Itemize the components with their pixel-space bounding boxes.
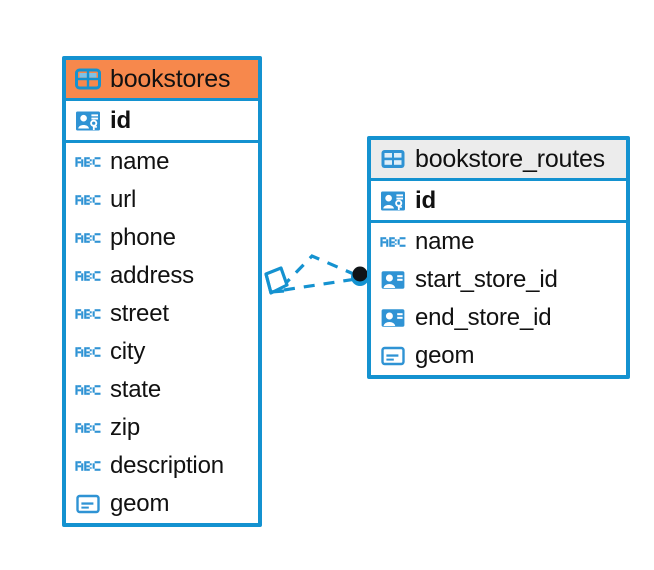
text-abc-icon (75, 306, 101, 322)
text-abc-icon (75, 192, 101, 208)
field-list-bookstore-routes: id (371, 181, 626, 375)
text-abc-icon (380, 234, 406, 250)
entity-title: bookstores (110, 64, 231, 93)
text-abc-icon (75, 420, 101, 436)
field-row[interactable]: id (371, 181, 626, 223)
entity-header-bookstores[interactable]: bookstores (66, 60, 258, 101)
field-name: id (415, 186, 436, 214)
text-abc-icon (75, 382, 101, 398)
field-name: street (110, 300, 169, 327)
field-row[interactable]: phone (66, 219, 258, 257)
field-row[interactable]: street (66, 295, 258, 333)
field-name: geom (110, 490, 170, 517)
field-row[interactable]: zip (66, 409, 258, 447)
geometry-icon (380, 343, 406, 369)
text-abc-icon (75, 344, 101, 360)
entity-table-bookstore-routes[interactable]: bookstore_routes id (367, 136, 630, 379)
field-row[interactable]: id (66, 101, 258, 143)
field-row[interactable]: geom (371, 337, 626, 375)
field-name: name (110, 148, 170, 175)
text-abc-icon (75, 268, 101, 284)
field-row[interactable]: start_store_id (371, 261, 626, 299)
field-name: id (110, 106, 131, 134)
field-row[interactable]: name (371, 223, 626, 261)
text-abc-icon (75, 230, 101, 246)
field-name: address (110, 262, 194, 289)
field-row[interactable]: city (66, 333, 258, 371)
field-row[interactable]: end_store_id (371, 299, 626, 337)
field-name: description (110, 452, 224, 479)
field-name: url (110, 186, 137, 213)
field-name: phone (110, 224, 176, 251)
field-row[interactable]: description (66, 447, 258, 485)
entity-header-bookstore-routes[interactable]: bookstore_routes (371, 140, 626, 181)
field-row[interactable]: geom (66, 485, 258, 523)
foreign-key-icon (380, 305, 406, 331)
relationship-line-lower (283, 277, 357, 292)
field-row[interactable]: url (66, 181, 258, 219)
field-list-bookstores: id (66, 101, 258, 523)
field-row[interactable]: name (66, 143, 258, 181)
field-name: name (415, 228, 475, 255)
primary-key-icon (75, 108, 101, 134)
relationship-line-upper (280, 254, 357, 289)
field-name: geom (415, 342, 475, 369)
text-abc-icon (75, 458, 101, 474)
crows-foot-diamond-icon (264, 266, 289, 295)
table-icon (380, 146, 406, 172)
primary-key-icon (380, 188, 406, 214)
foreign-key-icon (380, 267, 406, 293)
field-name: state (110, 376, 162, 403)
geometry-icon (75, 491, 101, 517)
field-name: start_store_id (415, 266, 558, 293)
entity-table-bookstores[interactable]: bookstores id (62, 56, 262, 527)
entity-title: bookstore_routes (415, 144, 605, 173)
table-icon (75, 66, 101, 92)
text-abc-icon (75, 154, 101, 170)
field-name: city (110, 338, 146, 365)
field-name: zip (110, 414, 141, 441)
field-name: end_store_id (415, 304, 552, 331)
field-row[interactable]: address (66, 257, 258, 295)
field-row[interactable]: state (66, 371, 258, 409)
